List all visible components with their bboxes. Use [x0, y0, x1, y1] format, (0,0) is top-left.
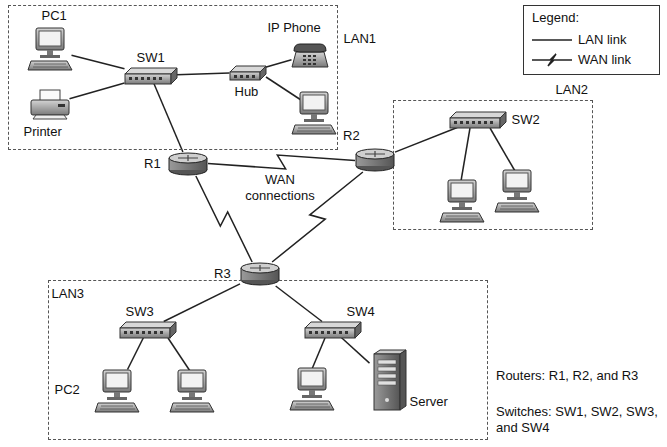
legend-title: Legend: — [532, 10, 579, 26]
computer-icon — [292, 92, 336, 134]
lan-link — [154, 84, 183, 153]
device-label: R2 — [343, 128, 360, 144]
device-label: PC2 — [55, 382, 80, 398]
device-label: Server — [410, 394, 448, 410]
lan-link — [128, 338, 144, 370]
computer-icon — [495, 170, 539, 212]
wan-label: WAN connections — [240, 172, 320, 204]
computer-icon — [290, 368, 334, 410]
legend-box: LAN linkWAN link Legend: — [523, 5, 660, 75]
device-label: Hub — [235, 84, 259, 100]
device-label: R3 — [214, 266, 231, 282]
note-text: Routers: R1, R2, and R3 — [496, 368, 658, 384]
computer-icon — [170, 370, 214, 412]
wan-link-sample — [532, 52, 572, 68]
switch-device: SW4 — [305, 322, 361, 338]
pc-icon — [28, 28, 72, 72]
lan-wire — [312, 338, 325, 369]
pc-device: PC1 — [28, 28, 72, 72]
switch-device: Hub — [230, 66, 266, 80]
router-icon — [355, 148, 395, 172]
device-label: R1 — [144, 156, 161, 172]
switch-icon — [230, 66, 266, 80]
router-device: R2 — [355, 148, 395, 172]
lan-region: SW2LAN2 — [393, 100, 593, 230]
device-label: Printer — [24, 124, 62, 140]
lan-wires — [168, 77, 515, 371]
lan-wire — [168, 338, 190, 371]
wan-link — [208, 155, 355, 169]
device-label: IP Phone — [268, 20, 321, 36]
legend-text: LAN link — [578, 32, 626, 48]
switch-device: SW1 — [125, 68, 177, 84]
wan-link — [196, 176, 252, 262]
device-label: PC1 — [42, 8, 67, 24]
device-label: SW4 — [347, 304, 375, 320]
device-label: SW1 — [137, 50, 165, 66]
lan-wire — [461, 128, 470, 181]
lan-label: LAN3 — [52, 286, 85, 302]
switch-icon — [450, 112, 506, 128]
lan-label: LAN2 — [556, 82, 589, 98]
lan-link — [70, 83, 125, 99]
switch-icon — [125, 68, 177, 84]
lan-link — [266, 60, 292, 68]
lan-link — [341, 338, 369, 364]
printer-device: Printer — [30, 90, 70, 120]
note-text: Switches: SW1, SW2, SW3, and SW4 — [496, 404, 658, 436]
legend-text: WAN link — [578, 52, 631, 68]
switch-device: SW3 — [120, 322, 176, 338]
phone-device: IP Phone — [292, 42, 328, 68]
router-icon — [168, 152, 208, 176]
lan-region: PC1IP PhonePrinterSW1HubLAN1 — [8, 5, 338, 150]
device-label: SW2 — [512, 112, 540, 128]
server-device: Server — [370, 350, 406, 410]
switch-icon — [305, 322, 361, 338]
lan-region: SW3SW4PC2ServerLAN3 — [48, 280, 488, 440]
server-icon — [370, 350, 406, 410]
lan-link-sample — [532, 32, 572, 48]
phone-icon — [292, 42, 328, 68]
switch-icon — [120, 322, 176, 338]
unlabeled-computers — [170, 92, 539, 412]
router-device: R1 — [168, 152, 208, 176]
lan-link — [72, 55, 125, 69]
lan-link — [276, 286, 322, 322]
lan-label: LAN1 — [344, 31, 377, 47]
router-icon — [240, 262, 280, 286]
computer-icon — [440, 180, 484, 222]
lan-link — [164, 284, 240, 322]
pc-device: PC2 — [95, 370, 139, 414]
lan-wire — [490, 128, 515, 171]
lan-wire — [266, 77, 301, 100]
pc-icon — [95, 370, 139, 414]
switch-device: SW2 — [450, 112, 506, 128]
router-device: R3 — [240, 262, 280, 286]
lan-link — [177, 73, 230, 75]
lan-link — [395, 128, 457, 153]
printer-icon — [30, 90, 70, 120]
device-label: SW3 — [126, 304, 154, 320]
